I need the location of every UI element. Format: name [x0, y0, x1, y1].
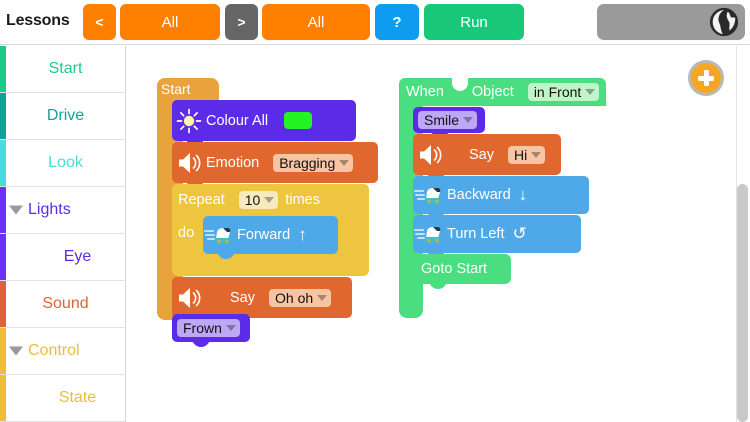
say-phrase-dropdown[interactable]: Hi	[508, 145, 546, 164]
repeat-do-label: do	[178, 225, 195, 241]
direction-arrow-icon: ↑	[298, 225, 307, 244]
category-color-strip	[0, 46, 6, 92]
vertical-scrollbar[interactable]	[736, 46, 750, 422]
block-backward[interactable]: Backward ↓	[413, 176, 589, 219]
speaker-icon	[172, 286, 206, 310]
sidebar-item-eye[interactable]: Eye	[0, 234, 125, 281]
repeat-count-dropdown[interactable]: 10	[238, 190, 279, 209]
block-label: Say	[469, 146, 494, 163]
block-label: Colour All	[206, 112, 269, 129]
block-smile[interactable]: Smile	[413, 107, 485, 138]
block-label: Forward	[237, 227, 291, 243]
repeat-label-before: Repeat	[178, 191, 225, 208]
previous-lesson-button[interactable]: <	[83, 4, 116, 40]
sidebar-item-control[interactable]: Control	[0, 328, 125, 375]
sidebar-item-lights[interactable]: Lights	[0, 187, 125, 234]
block-say[interactable]: Say Oh oh	[172, 277, 352, 323]
sidebar-item-look[interactable]: Look	[0, 140, 125, 187]
category-color-strip	[0, 234, 6, 280]
say-phrase-dropdown[interactable]: Oh oh	[269, 288, 332, 307]
direction-arrow-icon: ↓	[518, 185, 528, 204]
block-say-hi[interactable]: Say Hi	[413, 134, 561, 180]
category-filter-button[interactable]: All	[120, 4, 220, 40]
rotate-arrow-icon: ↺	[512, 224, 527, 243]
category-color-strip	[0, 281, 6, 327]
block-emotion[interactable]: Emotion Bragging	[172, 142, 378, 188]
block-label: Turn Left	[447, 226, 505, 242]
sun-icon	[172, 108, 206, 134]
sidebar-item-state[interactable]: State	[0, 375, 125, 422]
block-label: Emotion	[206, 154, 260, 171]
block-when[interactable]: When Object in Front	[399, 78, 606, 106]
connection-bar[interactable]	[597, 4, 745, 40]
sidebar-item-label: Drive	[46, 107, 85, 124]
chevron-down-icon	[531, 151, 542, 158]
category-color-strip	[0, 375, 6, 421]
sensor-dropdown[interactable]: in Front	[527, 83, 600, 101]
block-label: Backward	[447, 187, 511, 203]
repeat-header: Repeat 10 times	[172, 184, 369, 215]
chevron-down-icon	[339, 159, 350, 166]
block-colour-all[interactable]: Colour All	[172, 100, 356, 146]
sensor-label: Object	[471, 84, 514, 100]
caret-down-icon[interactable]	[9, 205, 23, 215]
scrollbar-thumb[interactable]	[737, 184, 748, 422]
add-script-button[interactable]	[688, 60, 724, 96]
help-button[interactable]: ?	[375, 4, 419, 40]
color-swatch[interactable]	[284, 112, 313, 129]
next-lesson-button[interactable]: >	[225, 4, 258, 40]
caret-down-icon[interactable]	[9, 346, 23, 356]
block-workspace[interactable]: Start	[127, 46, 750, 422]
robot-car-icon	[413, 222, 447, 246]
sidebar-item-start[interactable]: Start	[0, 46, 125, 93]
start-hat-label: Start	[157, 78, 219, 100]
robot-car-icon	[203, 223, 237, 247]
chevron-down-icon	[317, 294, 328, 301]
run-button[interactable]: Run	[424, 4, 524, 40]
emotion-dropdown[interactable]: Bragging	[273, 153, 354, 172]
sidebar-item-label: Sound	[42, 295, 89, 312]
sidebar-item-label: Start	[48, 60, 83, 77]
sidebar-item-drive[interactable]: Drive	[0, 93, 125, 140]
category-color-strip	[0, 328, 6, 374]
block-label: Say	[230, 289, 255, 306]
category-color-strip	[0, 93, 6, 139]
repeat-label-after: times	[285, 191, 320, 208]
globe-icon[interactable]	[709, 7, 739, 37]
chevron-down-icon	[225, 325, 236, 331]
block-label: Goto Start	[421, 261, 488, 277]
category-color-strip	[0, 140, 6, 186]
chevron-down-icon	[264, 196, 275, 203]
speaker-icon	[413, 143, 447, 167]
top-toolbar: Lessons < All > All ? Run	[0, 0, 750, 45]
frown-dropdown[interactable]: Frown	[177, 319, 240, 337]
chevron-down-icon	[463, 117, 474, 123]
sensor-slot-notch	[452, 78, 468, 91]
lesson-filter-button[interactable]: All	[262, 4, 370, 40]
when-label: When	[406, 84, 444, 100]
sidebar-item-sound[interactable]: Sound	[0, 281, 125, 328]
lessons-label: Lessons	[6, 12, 70, 29]
smile-dropdown[interactable]: Smile	[418, 111, 478, 129]
sidebar-item-label: Control	[28, 342, 80, 359]
sidebar-item-label: Eye	[63, 248, 92, 265]
robot-car-icon	[413, 183, 447, 207]
category-color-strip	[0, 187, 6, 233]
sidebar-item-label: Lights	[28, 201, 71, 218]
block-goto-start[interactable]: Goto Start	[413, 254, 511, 289]
block-frown[interactable]: Frown	[172, 314, 250, 347]
chevron-down-icon	[585, 89, 596, 95]
sidebar-item-label: State	[58, 389, 97, 406]
block-forward[interactable]: Forward ↑	[203, 216, 338, 259]
speaker-icon	[172, 151, 206, 175]
sidebar-item-label: Look	[48, 154, 83, 171]
block-turn-left[interactable]: Turn Left ↺	[413, 215, 581, 258]
